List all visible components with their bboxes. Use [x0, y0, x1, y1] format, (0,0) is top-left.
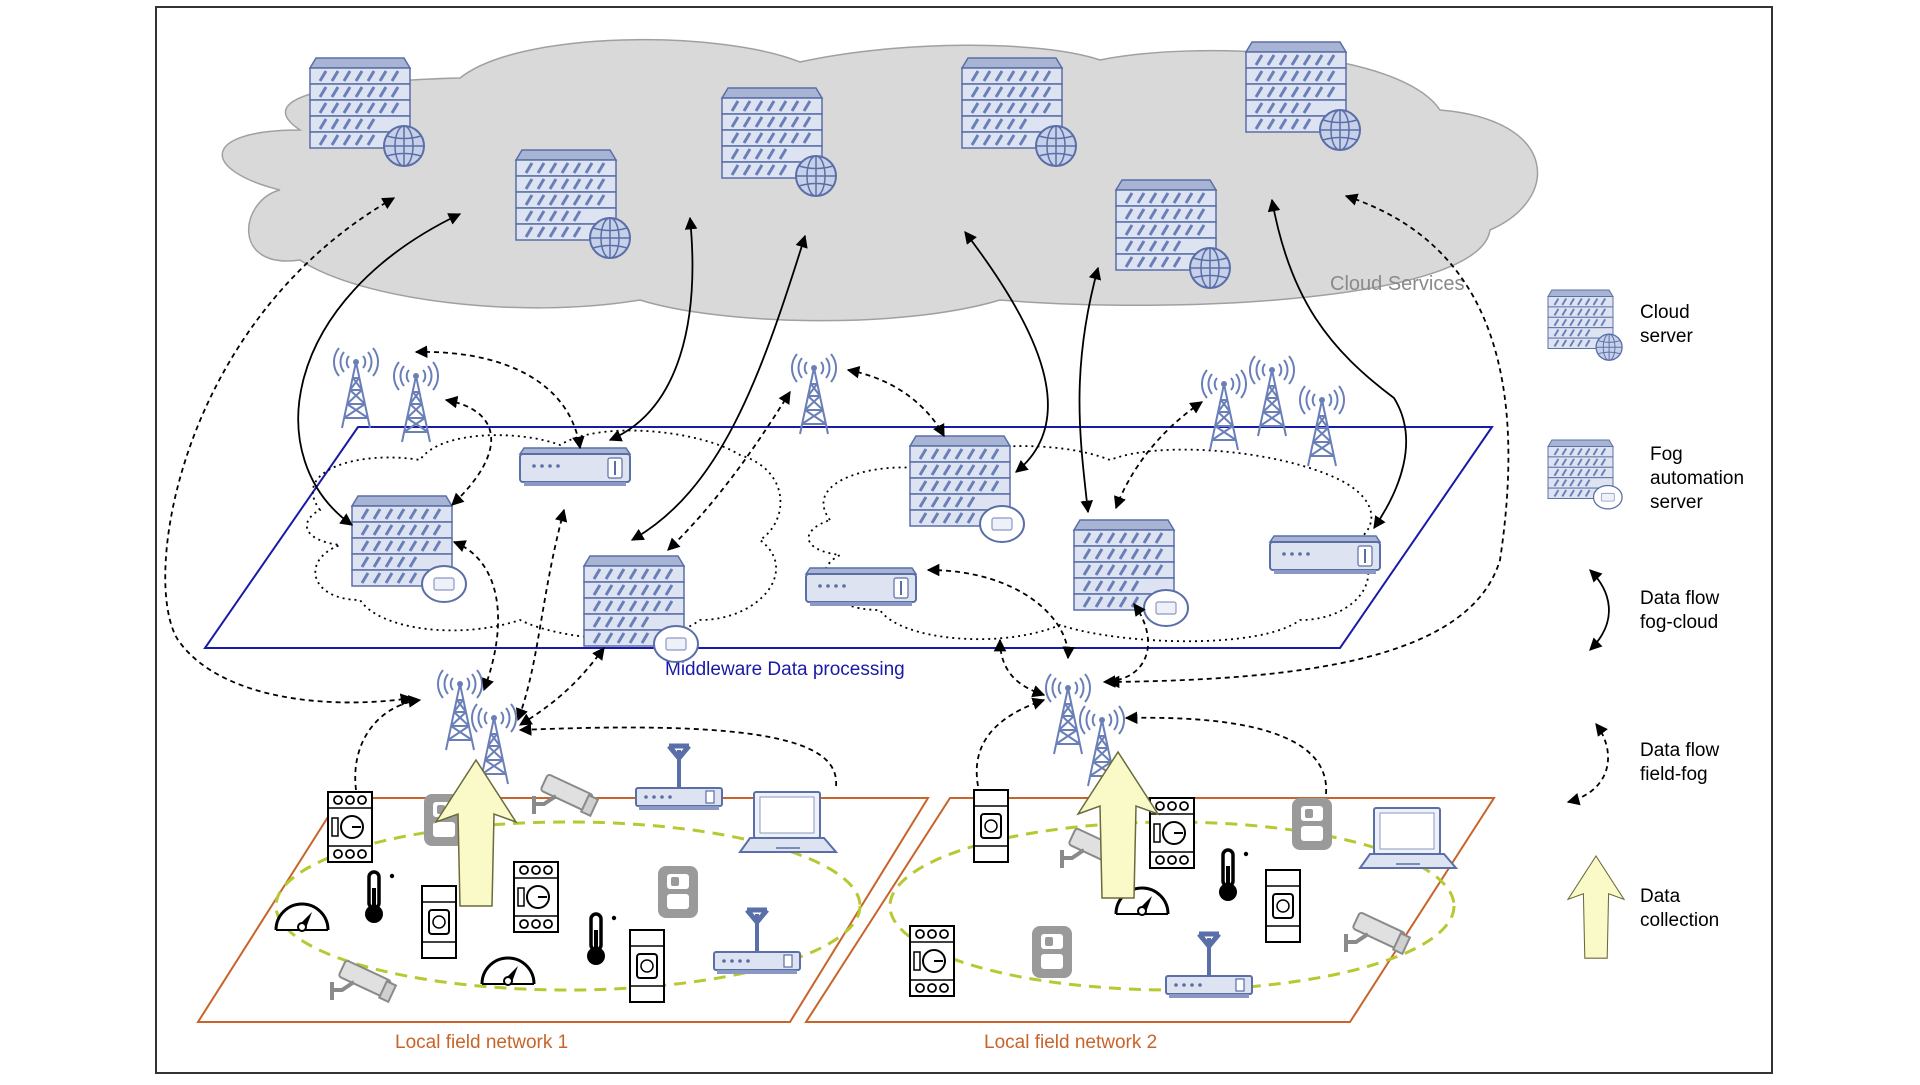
gateway-icon — [805, 567, 917, 607]
legend-cloud-server-label: Cloud server — [1640, 302, 1695, 347]
switch-icon — [658, 866, 698, 918]
legend: Cloud server Fog automation server Data … — [1547, 289, 1749, 959]
switch-icon — [1292, 798, 1332, 850]
fog-server-icon — [350, 494, 468, 604]
timer-relay-icon — [1149, 797, 1195, 869]
legend-field-fog-flow-label: Data flow field-fog — [1640, 740, 1724, 785]
legend-fog-cloud-flow-label: Data flow fog-cloud — [1640, 588, 1724, 633]
meter-icon — [421, 885, 457, 959]
meter-icon — [629, 929, 665, 1003]
legend-data-collection-label: Data collection — [1640, 886, 1719, 931]
local-field-network-1-label: Local field network 1 — [395, 1032, 568, 1053]
legend-fog-cloud-flow-icon — [1589, 569, 1610, 651]
local-field-network-1 — [196, 797, 930, 1023]
meter-icon — [973, 789, 1009, 863]
field-fog-flows — [164, 193, 1510, 795]
timer-relay-icon — [909, 925, 955, 997]
gateway-icon — [519, 447, 631, 487]
legend-fog-server-label: Fog automation server — [1650, 444, 1749, 513]
fog-server-icon — [908, 434, 1026, 544]
legend-field-fog-flow-icon — [1566, 723, 1609, 806]
meter-icon — [1265, 869, 1301, 943]
gateway-icon — [1269, 535, 1381, 575]
timer-relay-icon — [327, 791, 373, 863]
timer-relay-icon — [513, 861, 559, 933]
cloud-services-label: Cloud Services — [1330, 273, 1465, 295]
switch-icon — [1032, 926, 1072, 978]
middleware-label: Middleware Data processing — [665, 659, 905, 680]
local-field-network-2-label: Local field network 2 — [984, 1032, 1157, 1053]
fog-server-icon — [1547, 439, 1624, 510]
fog-server-icon — [582, 554, 700, 664]
field-zone-1 — [274, 820, 862, 992]
fog-server-icon — [1072, 518, 1190, 628]
